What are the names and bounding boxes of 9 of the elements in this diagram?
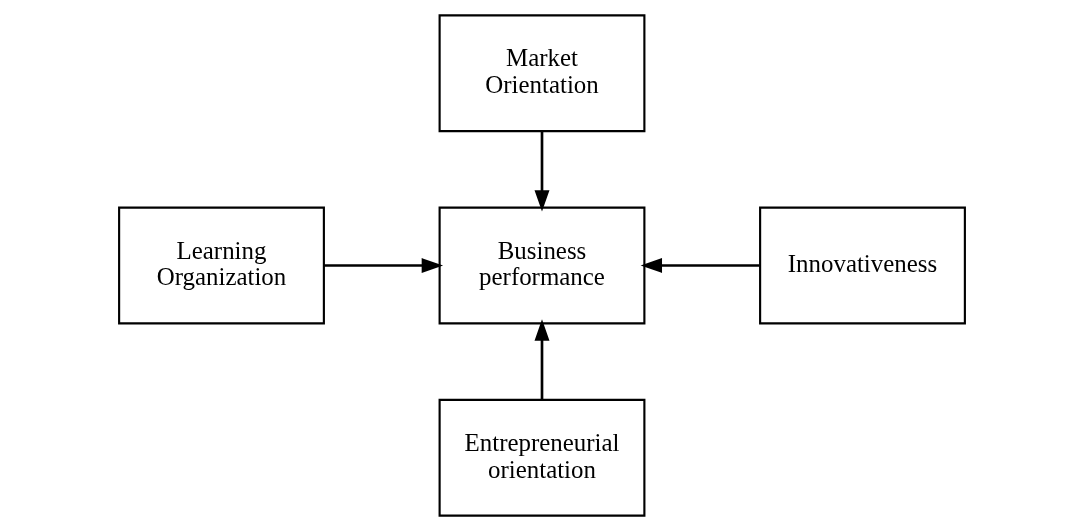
arrow [534, 319, 549, 400]
node-box: Business performance [438, 206, 645, 325]
arrow [640, 258, 760, 273]
node-box: Entrepreneurial orientation [438, 398, 645, 517]
node-box: Market Orientation [438, 14, 645, 133]
node-box: Learning Organization [117, 206, 325, 325]
arrow [323, 258, 443, 273]
arrow [534, 131, 549, 212]
node-box: Innovativeness [758, 206, 966, 325]
